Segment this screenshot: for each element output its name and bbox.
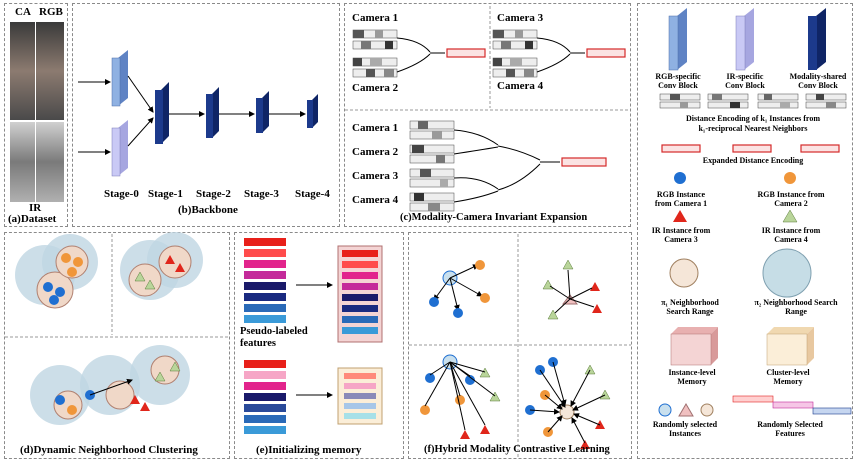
mcie-cam1-bottom: Camera 1 <box>352 122 399 134</box>
hmcl-caption: (f)Hybrid Modality Contrastive Learning <box>424 444 610 455</box>
dataset-photos <box>10 22 64 202</box>
dataset-label-ca: CA <box>15 6 31 18</box>
legend-clus-mem: Cluster-level Memory <box>766 368 810 386</box>
legend-r1: π₁ Neighborhood Search Range <box>661 298 719 316</box>
mcie-cam3-bottom: Camera 3 <box>352 170 399 182</box>
mcie-caption: (c)Modality-Camera Invariant Expansion <box>400 212 588 223</box>
panel-mcie <box>344 3 631 227</box>
stage-3-label: Stage-3 <box>244 188 279 200</box>
mcie-cam2-bottom: Camera 2 <box>352 146 399 158</box>
mcie-bottom <box>409 120 607 212</box>
initmem-graphics <box>244 238 383 434</box>
backbone-caption: (b)Backbone <box>178 204 238 216</box>
stage-4-label: Stage-4 <box>295 188 330 200</box>
mcie-cam4-bottom: Camera 4 <box>352 194 399 206</box>
legend-dist-enc-line1: Distance Encoding of k₁ Instances from <box>685 114 821 123</box>
mcie-cam4-top: Camera 4 <box>497 80 544 92</box>
legend-rgb-cam1: RGB Instance from Camera 1 <box>654 190 708 208</box>
mcie-cam3-top: Camera 3 <box>497 12 544 24</box>
dataset-label-ir: IR <box>29 202 42 214</box>
dnc-graphics <box>5 232 229 425</box>
dataset-label-rgb: RGB <box>39 6 63 18</box>
legend-ir-cam4: IR Instance from Camera 4 <box>761 226 821 244</box>
legend-rgb-cam2: RGB Instance from Camera 2 <box>757 190 825 208</box>
legend-shared-block: Modality-shared Conv Block <box>789 72 847 90</box>
stage-1-label: Stage-1 <box>148 188 183 200</box>
panel-dnc <box>4 232 230 459</box>
legend-rgb-block: RGB-specific Conv Block <box>655 72 701 90</box>
panel-hmcl <box>408 232 632 459</box>
legend-ir-block: IR-specific Conv Block <box>725 72 765 90</box>
initmem-caption: (e)Initializing memory <box>256 444 362 456</box>
mcie-cam2-top: Camera 2 <box>352 82 399 94</box>
stage-2-label: Stage-2 <box>196 188 231 200</box>
legend-dist-enc-line2: k₁-reciprocal Nearest Neighbors <box>698 124 808 133</box>
legend-r2: π₂ Neighborhood Search Range <box>754 298 838 316</box>
hmcl-graphics <box>409 234 631 458</box>
legend-inst-mem: Instance-level Memory <box>668 368 716 386</box>
dataset-caption: (a)Dataset <box>8 213 57 225</box>
mcie-cam1-top: Camera 1 <box>352 12 399 24</box>
legend-ir-cam3: IR Instance from Camera 3 <box>651 226 711 244</box>
panel-initmem <box>234 232 404 459</box>
initmem-features-label: Pseudo-labeled features <box>240 326 308 349</box>
panel-backbone <box>72 3 340 227</box>
mcie-top <box>345 6 630 111</box>
legend-rand-inst: Randomly selected Instances <box>652 420 718 438</box>
stage-0-label: Stage-0 <box>104 188 139 200</box>
legend-graphics <box>658 8 852 417</box>
panel-dataset <box>4 3 68 227</box>
legend-rand-feat: Randomly Selected Features <box>757 420 823 438</box>
panel-legend <box>637 3 853 459</box>
backbone-blocks <box>78 50 318 177</box>
legend-expanded: Expanded Distance Encoding <box>702 156 804 165</box>
dnc-caption: (d)Dynamic Neighborhood Clustering <box>20 444 198 456</box>
